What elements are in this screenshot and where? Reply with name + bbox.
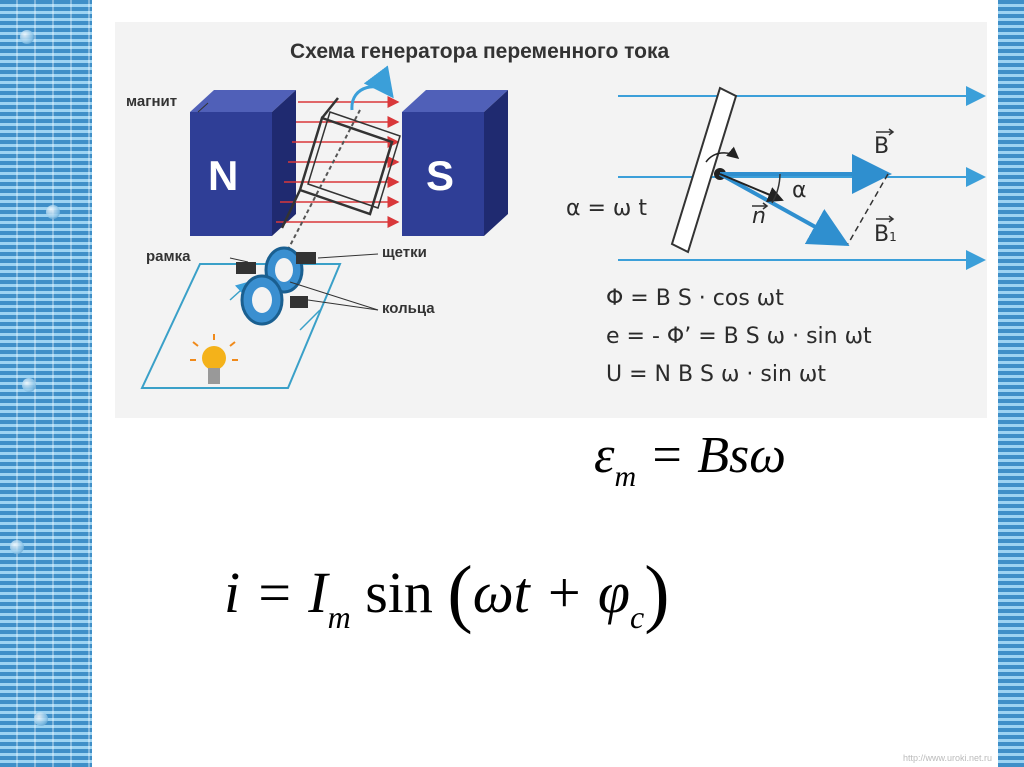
- field-lines: [618, 86, 986, 270]
- water-drop: [34, 712, 48, 726]
- brushes: [236, 252, 316, 308]
- pole-s-label: S: [426, 152, 455, 199]
- formula-voltage: U = N B S ω · sin ωt: [606, 362, 826, 387]
- water-drop: [46, 205, 60, 219]
- n-vector-label: n: [752, 204, 766, 229]
- formula-emf: e = - Φ’ = B S ω · sin ωt: [606, 324, 872, 349]
- b1-vector-label: B1: [874, 222, 897, 247]
- water-drop: [22, 378, 36, 392]
- label-brushes: щетки: [382, 244, 427, 261]
- magnet-s: [402, 90, 508, 236]
- label-frame: рамка: [146, 248, 191, 265]
- b-vector-label: B: [874, 134, 890, 159]
- watermark: http://www.uroki.net.ru: [902, 753, 992, 763]
- light-bulb-icon: [190, 334, 238, 384]
- water-drop: [10, 540, 24, 554]
- right-decorative-border: [998, 0, 1024, 767]
- water-drop: [20, 30, 34, 44]
- rotating-plate: [670, 86, 740, 254]
- label-rings: кольца: [382, 300, 435, 317]
- rotor-frame: [280, 97, 401, 229]
- diagram-title: Схема генератора переменного тока: [290, 40, 670, 63]
- label-magnet: магнит: [126, 93, 178, 110]
- alpha-label: α: [792, 178, 807, 203]
- left-decorative-border: [0, 0, 92, 767]
- vector-overarrows: [752, 128, 895, 223]
- formula-flux: Φ = B S · cos ωt: [606, 286, 784, 311]
- formula-max-emf: εm = Bsω: [594, 427, 786, 493]
- circuit-loop: [140, 263, 342, 389]
- rotation-arrow: [350, 65, 394, 111]
- pole-n-label: N: [208, 152, 239, 199]
- angle-relation: α = ω t: [566, 196, 647, 221]
- alpha-arc: [771, 173, 781, 204]
- magnet-n: [190, 90, 296, 236]
- projection-line: [847, 173, 889, 245]
- slip-rings: [240, 246, 304, 326]
- formula-current: i = Im sin (ωt + φc): [224, 551, 670, 635]
- b1-vector-arrow: [719, 172, 850, 246]
- n-vector-arrow: [719, 173, 784, 202]
- label-leaders: [197, 102, 379, 311]
